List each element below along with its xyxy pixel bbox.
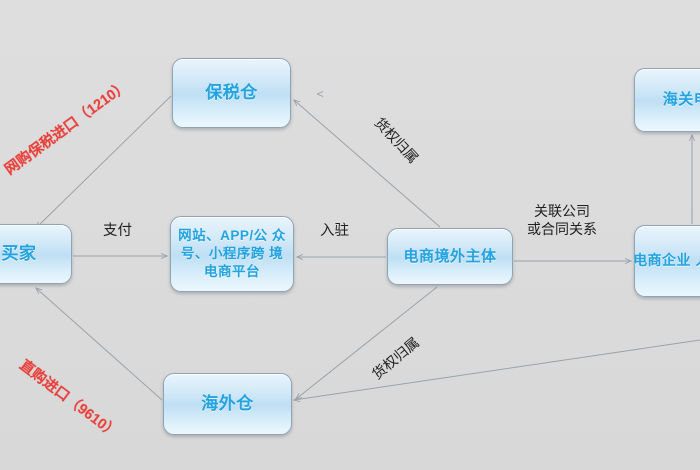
- node-overseas-warehouse-label: 海外仓: [201, 394, 254, 414]
- edge-entity-to-overseas-warehouse: [296, 286, 438, 399]
- node-overseas-entity[interactable]: 电商境外主体: [387, 228, 513, 285]
- node-bonded-warehouse[interactable]: 保税仓: [172, 58, 291, 128]
- node-buyer[interactable]: 买家: [0, 224, 72, 284]
- node-overseas-entity-label: 电商境外主体: [403, 247, 497, 265]
- edge-label-pay: 支付: [103, 223, 132, 239]
- edge-overseas-warehouse-to-enterprise: [294, 339, 700, 400]
- edge-entity-to-bonded: [294, 100, 441, 228]
- node-ecom-enterprise[interactable]: 电商企业 人）境: [633, 225, 700, 297]
- node-ecom-enterprise-label: 电商企业 人）境: [633, 252, 700, 269]
- edge-overseas-warehouse-to-buyer: [36, 288, 163, 401]
- edge-label-affiliate: 关联公司 或合同关系: [527, 203, 597, 237]
- edge-bonded-to-buyer: [36, 95, 172, 228]
- node-platform-label: 网站、APP/公 众号、小程序跨 境电商平台: [178, 227, 286, 280]
- node-bonded-warehouse-label: 保税仓: [205, 83, 258, 103]
- node-overseas-warehouse[interactable]: 海外仓: [163, 373, 292, 435]
- node-platform[interactable]: 网站、APP/公 众号、小程序跨 境电商平台: [170, 216, 294, 292]
- node-customs-label: 海关电: [662, 91, 700, 109]
- edge-label-settle-in: 入驻: [320, 223, 349, 239]
- node-buyer-label: 买家: [1, 244, 37, 264]
- node-customs[interactable]: 海关电: [634, 68, 700, 132]
